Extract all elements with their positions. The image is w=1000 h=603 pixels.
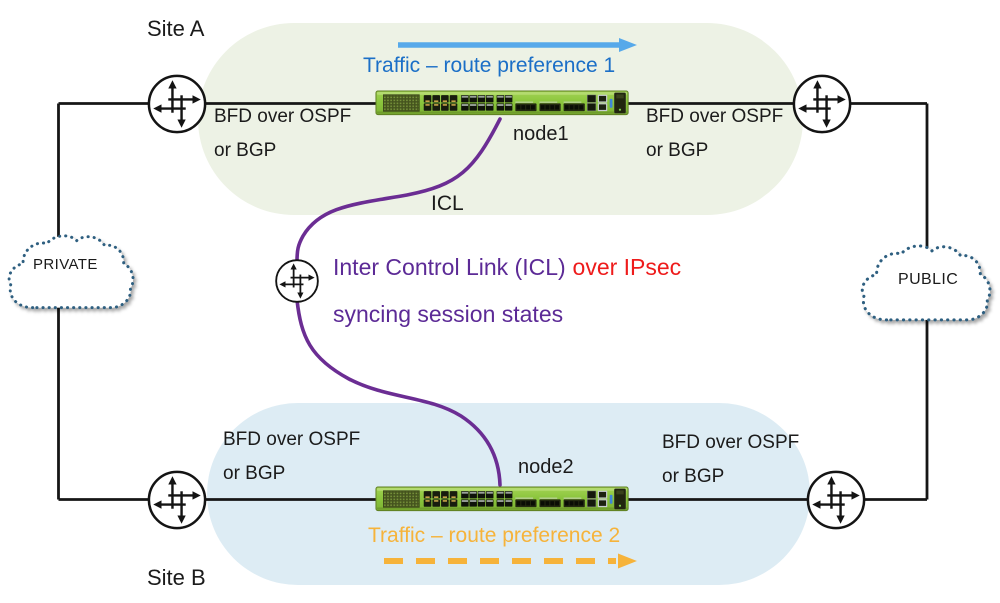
site-a-label: Site A (147, 16, 205, 41)
bfd-top-left-line1: BFD over OSPF (214, 106, 352, 127)
icl-description-purple: Inter Control Link (ICL) (333, 254, 566, 280)
node2-label: node2 (518, 456, 574, 478)
traffic-route2-arrow (384, 553, 637, 569)
icl-description-red: over IPsec (572, 254, 682, 280)
bfd-bottom-right-line2: or BGP (662, 466, 725, 487)
bfd-top-right-line1: BFD over OSPF (646, 106, 784, 127)
bfd-bottom-left-line2: or BGP (223, 463, 286, 484)
router-site-a-right-icon (792, 74, 852, 134)
switch-node1-icon (375, 90, 629, 116)
icl-description-line2: syncing session states (333, 301, 564, 327)
bfd-bottom-right-line1: BFD over OSPF (662, 432, 800, 453)
traffic-route1-label: Traffic – route preference 1 (363, 54, 616, 77)
node1-label: node1 (513, 123, 569, 145)
icl-curve (295, 117, 502, 487)
icl-description-line1: Inter Control Link (ICL)over IPsec (333, 254, 682, 280)
router-site-b-left-icon (147, 470, 207, 530)
bfd-bottom-left-line1: BFD over OSPF (223, 429, 361, 450)
bfd-top-left-line2: or BGP (214, 140, 277, 161)
bfd-top-right-line2: or BGP (646, 140, 709, 161)
router-site-a-left-icon (147, 74, 207, 134)
switch-node2-icon (375, 486, 629, 512)
public-cloud-label: PUBLIC (898, 271, 959, 288)
traffic-route1-arrow (398, 38, 637, 52)
router-site-b-right-icon (806, 470, 866, 530)
traffic-route2-label: Traffic – route preference 2 (368, 524, 621, 547)
router-icl-icon (275, 259, 319, 303)
site-b-label: Site B (147, 565, 206, 590)
icl-link-label: ICL (431, 192, 464, 215)
private-cloud-label: PRIVATE (33, 256, 98, 273)
